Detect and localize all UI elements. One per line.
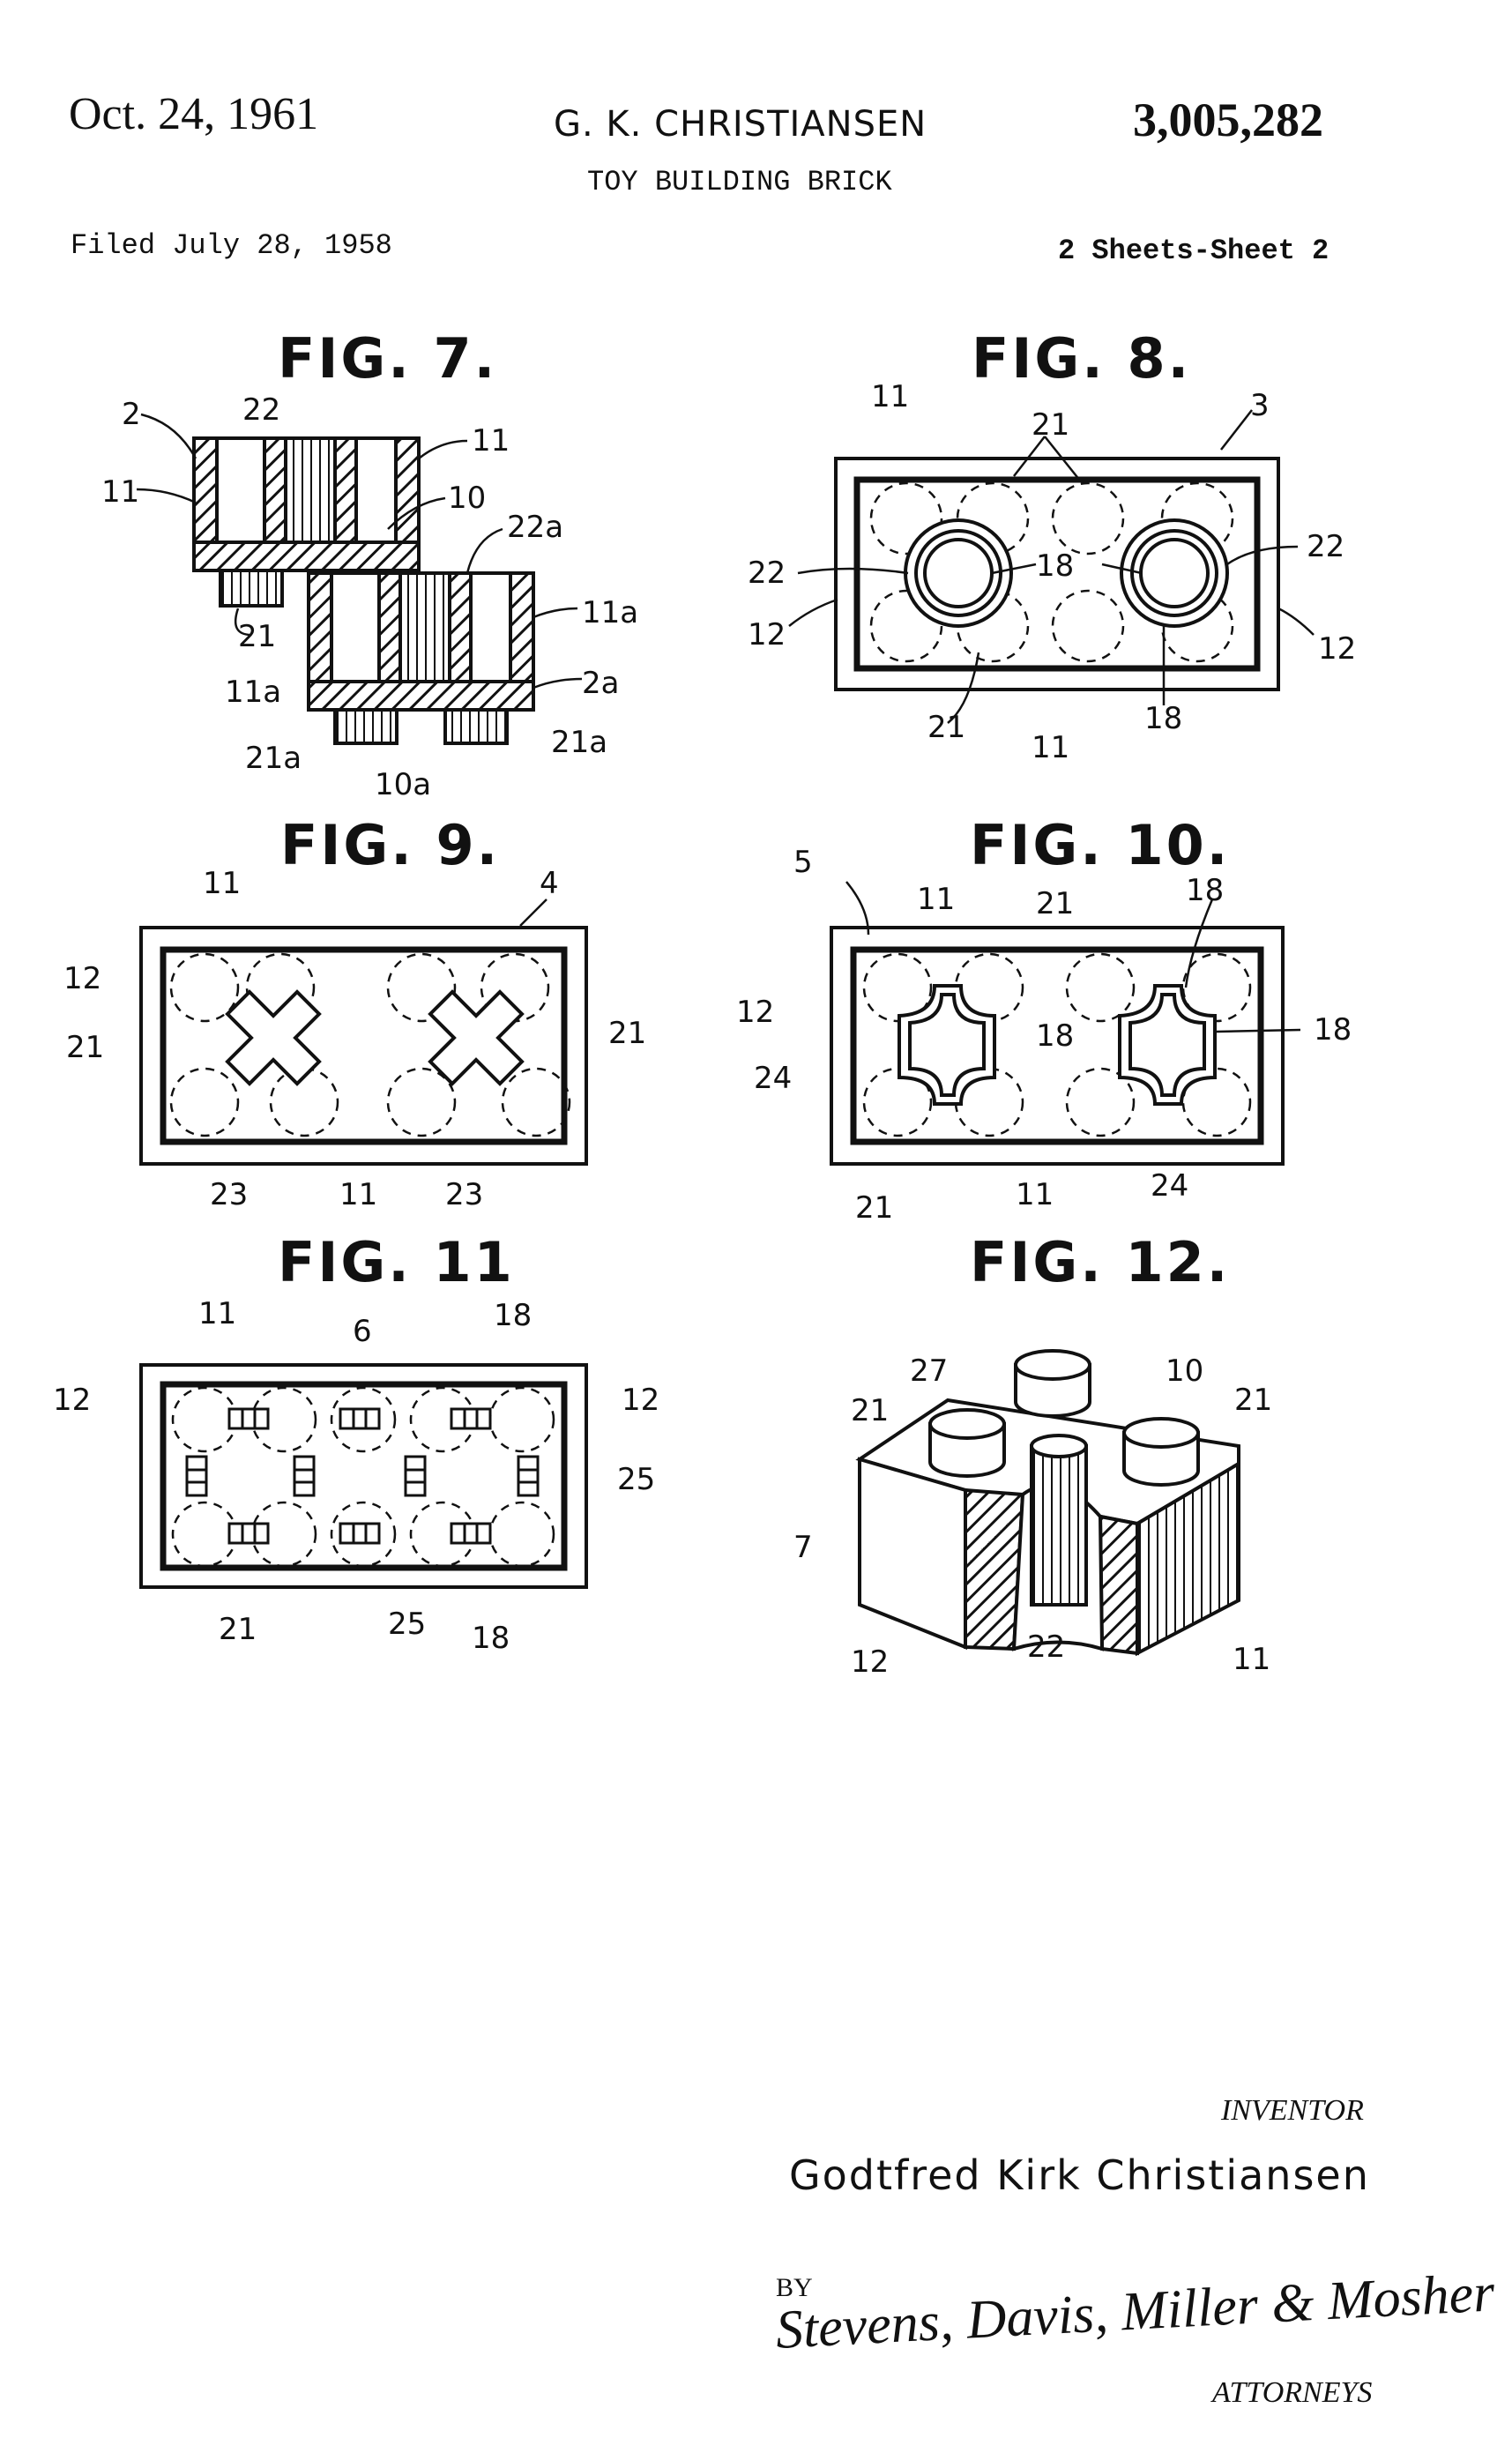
fig7-ref-2a: 2a (582, 666, 620, 701)
patent-number: 3,005,282 (1133, 93, 1323, 146)
fig11-ref-18-bottom: 18 (472, 1621, 510, 1656)
fig7-ref-10a: 10a (375, 767, 432, 802)
fig9-ref-21-left: 21 (66, 1030, 105, 1065)
fig9-ref-23-left: 23 (210, 1177, 249, 1212)
fig7-ref-22a: 22a (507, 510, 564, 545)
filed-date: Filed July 28, 1958 (71, 229, 392, 262)
fig11-ref-18-top: 18 (494, 1298, 533, 1333)
fig8-title: FIG. 8. (972, 326, 1192, 391)
fig10-ref-11: 11 (917, 882, 956, 917)
fig7-ref-11a-right: 11a (582, 595, 639, 630)
fig7-ref-21a-right: 21a (551, 725, 608, 760)
fig10-ref-5: 5 (793, 845, 813, 880)
fig9-ref-4: 4 (540, 866, 559, 901)
fig8-drawing (834, 457, 1280, 691)
leader-lines (136, 409, 1315, 1033)
fig12-ref-22: 22 (1027, 1629, 1066, 1665)
fig10-ref-18-right: 18 (1314, 1012, 1352, 1048)
sheet-count: 2 Sheets-Sheet 2 (1058, 235, 1330, 267)
fig12-ref-12: 12 (851, 1644, 890, 1680)
fig10-drawing (830, 926, 1285, 1166)
fig8-ref-11-bottom: 11 (1032, 730, 1070, 765)
fig8-tube-left (904, 518, 1013, 628)
fig9-drawing (139, 926, 588, 1166)
attorneys-label: ATTORNEYS (1212, 2376, 1373, 2409)
fig10-ref-24-left: 24 (754, 1061, 793, 1096)
fig11-title: FIG. 11 (278, 1230, 515, 1294)
fig7-ref-11-left: 11 (101, 474, 140, 510)
fig8-ref-22-right: 22 (1307, 529, 1345, 564)
fig7-upper-brick (192, 436, 421, 608)
fig12-stud-right (1122, 1417, 1200, 1487)
fig12-ref-21-right: 21 (1234, 1383, 1273, 1418)
fig7-lower-brick (307, 571, 535, 745)
fig12-ref-11: 11 (1233, 1642, 1271, 1677)
fig7-title: FIG. 7. (278, 326, 498, 391)
fig9-ref-12: 12 (63, 961, 102, 996)
fig9-ref-11: 11 (203, 866, 242, 901)
fig11-ref-12-right: 12 (622, 1383, 660, 1418)
fig12-stud-left (928, 1408, 1006, 1478)
fig10-title: FIG. 10. (970, 813, 1231, 877)
fig11-ref-25-right: 25 (617, 1462, 656, 1497)
fig10-ref-11-bottom: 11 (1016, 1177, 1054, 1212)
fig7-ref-11-right: 11 (472, 423, 510, 459)
fig7-drawing (192, 436, 535, 745)
fig8-ref-3: 3 (1250, 388, 1270, 423)
fig9-ref-23-right: 23 (445, 1177, 484, 1212)
fig8-tube-right (1120, 518, 1229, 628)
by-label: BY (776, 2273, 813, 2302)
fig8-ref-21: 21 (1032, 407, 1070, 443)
fig8-ref-12-left: 12 (748, 617, 786, 652)
fig8-ref-18-bottom: 18 (1144, 701, 1183, 736)
fig11-ribs (185, 1407, 540, 1545)
inventor-name: Godtfred Kirk Christiansen (789, 2151, 1370, 2199)
fig10-ref-12: 12 (736, 995, 775, 1030)
fig9-cross-right (428, 989, 525, 1086)
fig7-ref-21a-left: 21a (245, 741, 302, 776)
fig7-ref-22: 22 (242, 392, 281, 428)
fig8-ref-21-bottom: 21 (927, 710, 966, 745)
fig11-ref-12-left: 12 (53, 1383, 92, 1418)
fig12-ref-10: 10 (1166, 1353, 1204, 1389)
fig7-ref-2: 2 (122, 397, 141, 432)
fig10-ref-21-bottom: 21 (855, 1190, 894, 1226)
fig10-ref-24-bottom: 24 (1151, 1168, 1189, 1204)
fig12-stud-back (1014, 1349, 1091, 1418)
fig8-ref-22-left: 22 (748, 555, 786, 591)
fig11-ref-21: 21 (219, 1612, 257, 1647)
fig11-ref-11: 11 (198, 1296, 237, 1331)
fig10-ref-18-mid: 18 (1036, 1018, 1075, 1054)
fig7-ref-11a-left: 11a (225, 675, 282, 710)
fig9-ref-11-bottom: 11 (339, 1177, 378, 1212)
patent-date: Oct. 24, 1961 (69, 89, 319, 139)
fig7-ref-21: 21 (238, 619, 277, 654)
fig8-ref-12-right: 12 (1318, 631, 1357, 667)
fig12-ref-27: 27 (910, 1353, 949, 1389)
fig10-ref-18-top: 18 (1186, 873, 1225, 908)
fig10-tube-left (898, 984, 996, 1106)
fig9-title: FIG. 9. (280, 813, 501, 877)
fig12-ref-7: 7 (793, 1530, 813, 1565)
fig10-ref-21: 21 (1036, 886, 1075, 921)
fig10-tube-right (1118, 984, 1217, 1106)
fig8-ref-11-top: 11 (871, 379, 910, 414)
fig12-title: FIG. 12. (970, 1230, 1231, 1294)
inventor-short-name: G. K. CHRISTIANSEN (554, 104, 927, 145)
fig8-ref-18: 18 (1036, 548, 1075, 584)
fig12-ref-21-left: 21 (851, 1393, 890, 1428)
patent-title: TOY BUILDING BRICK (587, 166, 892, 198)
fig11-drawing (139, 1363, 588, 1589)
fig12-drawing (855, 1349, 1240, 1657)
fig9-ref-21-right: 21 (608, 1016, 647, 1051)
fig7-ref-10: 10 (448, 481, 487, 516)
fig11-ref-6: 6 (353, 1314, 372, 1349)
inventor-label: INVENTOR (1221, 2094, 1364, 2127)
fig11-ref-25-bottom: 25 (388, 1607, 427, 1642)
fig9-cross-left (225, 989, 322, 1086)
